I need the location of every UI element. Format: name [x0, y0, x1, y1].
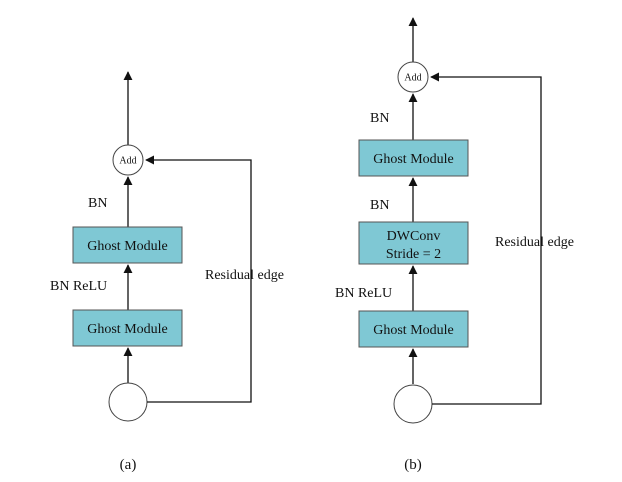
a-add-node — [112, 144, 144, 176]
diagram-a: Add BN Ghost Module BN ReLU Ghost Module… — [50, 71, 284, 473]
b-residual-label: Residual edge — [495, 235, 574, 250]
a-residual-label: Residual edge — [205, 268, 284, 283]
b-ghost-module-lower — [358, 310, 469, 348]
b-dwconv-label: DWConv — [387, 229, 441, 244]
b-ghost-module-lower-label: Ghost Module — [373, 323, 454, 338]
a-ghost-module-upper-label: Ghost Module — [87, 239, 168, 254]
b-residual-edge — [430, 72, 542, 405]
b-add-label: Add — [404, 73, 421, 84]
b-add-node — [397, 61, 429, 93]
a-caption: (a) — [120, 457, 137, 473]
b-bn-mid-label: BN — [370, 198, 389, 213]
a-bn-label: BN — [88, 196, 107, 211]
b-bn-top-label: BN — [370, 111, 389, 126]
a-ghost-module-lower — [72, 309, 183, 347]
b-dwconv-box — [358, 221, 469, 265]
a-input-node — [108, 382, 148, 422]
a-add-label: Add — [119, 156, 136, 167]
b-ghost-module-upper — [358, 139, 469, 177]
a-ghost-module-upper — [72, 226, 183, 264]
b-input-node — [393, 384, 433, 424]
b-ghost-module-upper-label: Ghost Module — [373, 152, 454, 167]
diagram-b: Add BN Ghost Module BN DWConv Stride = 2… — [335, 17, 574, 473]
b-dwconv-stride-label: Stride = 2 — [386, 247, 441, 262]
a-ghost-module-lower-label: Ghost Module — [87, 322, 168, 337]
b-caption: (b) — [404, 457, 422, 473]
b-bn-relu-label: BN ReLU — [335, 286, 392, 301]
a-residual-edge — [145, 155, 252, 403]
a-bn-relu-label: BN ReLU — [50, 279, 107, 294]
